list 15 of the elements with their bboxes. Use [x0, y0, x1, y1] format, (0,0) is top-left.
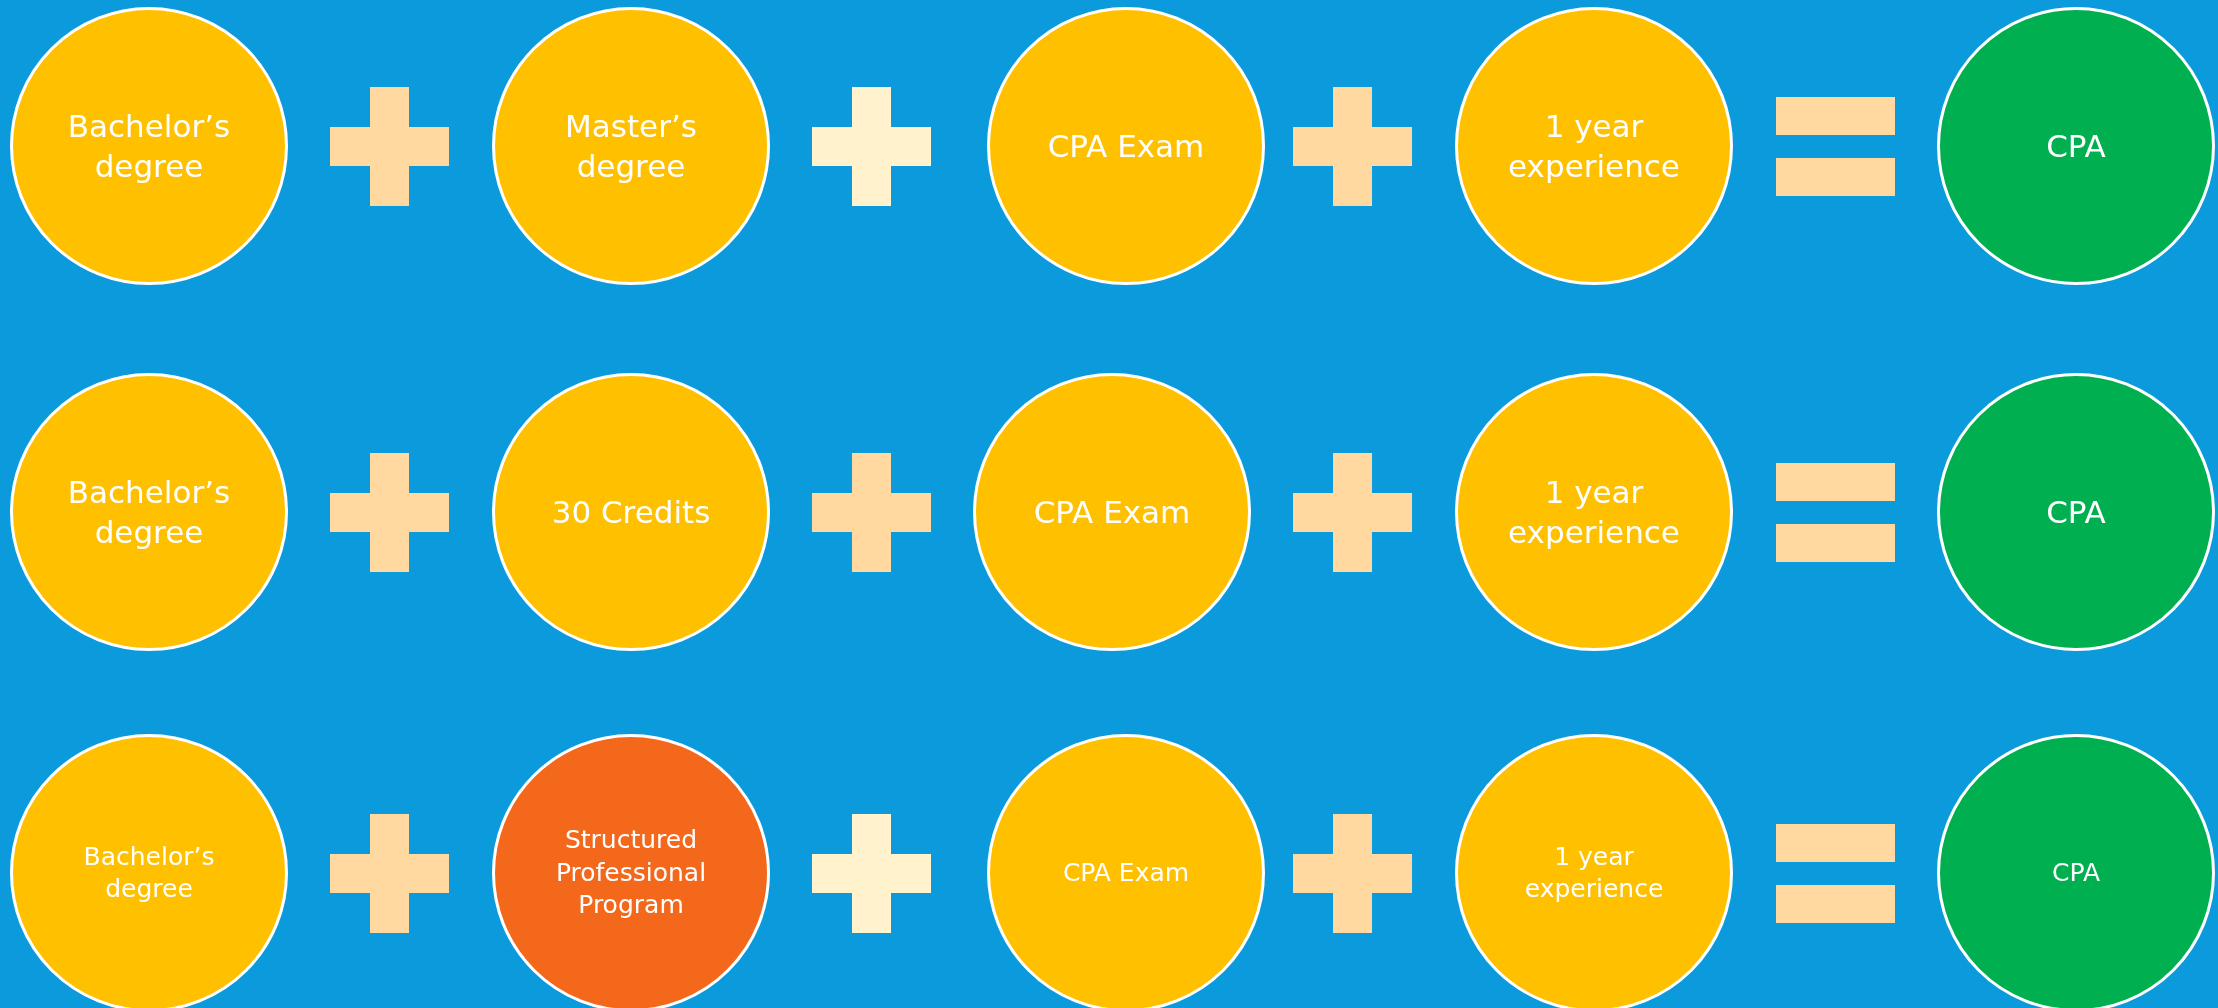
- node-label: 1 year experience: [1523, 840, 1665, 905]
- node-label: CPA Exam: [1033, 492, 1191, 532]
- node-label: CPA: [2046, 126, 2106, 166]
- node-label: Bachelor’s degree: [66, 472, 232, 552]
- node-label: 30 Credits: [551, 492, 711, 532]
- node-label: CPA Exam: [1062, 856, 1190, 889]
- node-label: CPA: [2051, 856, 2100, 889]
- node-label: Bachelor’s degree: [66, 106, 232, 186]
- node-label: Master’s degree: [564, 106, 698, 186]
- node-label: CPA Exam: [1047, 126, 1205, 166]
- node-label: Bachelor’s degree: [82, 840, 216, 905]
- node-label: 1 year experience: [1507, 472, 1681, 552]
- node-label: 1 year experience: [1507, 106, 1681, 186]
- node-label: CPA: [2046, 492, 2106, 532]
- node-label: Structured Professional Program: [554, 824, 708, 922]
